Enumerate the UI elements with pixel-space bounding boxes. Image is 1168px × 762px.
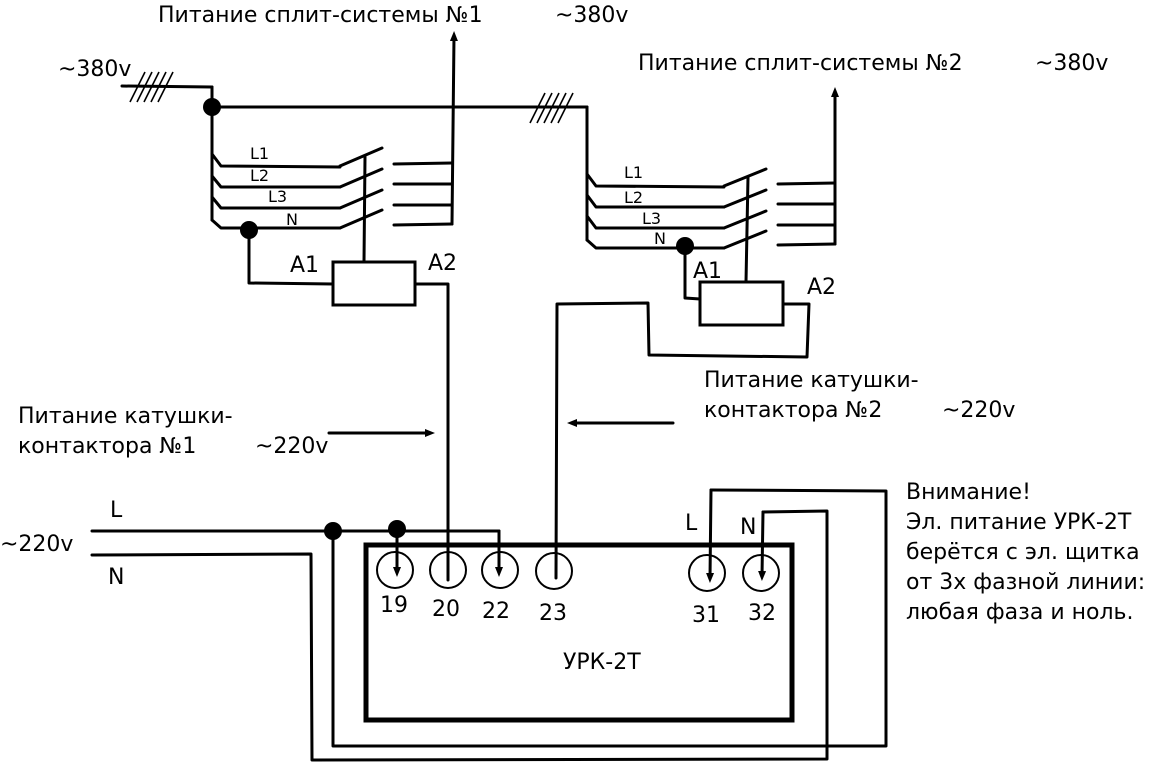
urk-n-label: N — [740, 515, 756, 540]
terminal-31-label: 31 — [692, 603, 720, 628]
device-label: УРК-2Т — [563, 650, 641, 675]
urk-2t-device: 19 20 22 23 31 32 УРК-2Т — [363, 542, 795, 723]
c2-l2-label: L2 — [624, 188, 643, 207]
mains-n-label: N — [108, 565, 124, 590]
coil1-voltage: ~220v — [255, 434, 328, 459]
terminal-32-label: 32 — [748, 601, 776, 626]
three-phase-hatch-right — [529, 92, 574, 124]
urk-l-label: L — [685, 511, 698, 536]
coil2-voltage: ~220v — [942, 398, 1015, 423]
c2-l1-label: L1 — [624, 163, 643, 182]
c2-n-label: N — [654, 229, 666, 248]
coil-2 — [698, 280, 785, 327]
supply2-voltage: ~380v — [1035, 51, 1108, 76]
contactor-1: L1 L2 L3 N A1 A2 — [210, 31, 458, 582]
terminal-22-label: 22 — [482, 599, 510, 624]
note-line: любая фаза и ноль. — [906, 600, 1133, 625]
coil1-label-line2: контактора №1 — [18, 434, 196, 459]
coil2-label-line1: Питание катушки- — [704, 368, 919, 393]
input-bus — [120, 71, 589, 124]
terminal-20-label: 20 — [432, 597, 460, 622]
terminal-23 — [535, 552, 573, 590]
c1-n-label: N — [286, 210, 298, 229]
a2-label-right: A2 — [807, 275, 836, 300]
a2-label-left: A2 — [428, 251, 457, 276]
c2-l3-label: L3 — [642, 209, 661, 228]
a1-label-right: A1 — [693, 259, 722, 284]
supply1-voltage: ~380v — [555, 3, 628, 28]
coil1-label-line1: Питание катушки- — [18, 404, 233, 429]
mains-voltage: ~220v — [0, 532, 73, 557]
a1-label-left: A1 — [290, 253, 319, 278]
supply1-label: Питание сплит-системы №1 — [158, 3, 483, 28]
note-line: берётся с эл. щитка — [906, 540, 1140, 565]
junction-dot — [388, 520, 406, 538]
coil-1 — [331, 260, 417, 307]
junction-dot — [324, 522, 342, 540]
terminal-23-label: 23 — [539, 601, 567, 626]
attention-note: Внимание! Эл. питание УРК-2Т берётся с э… — [906, 480, 1145, 625]
terminal-22 — [481, 551, 519, 589]
three-phase-hatch-left — [129, 71, 174, 103]
terminal-31 — [688, 554, 726, 592]
terminal-19 — [376, 551, 414, 589]
note-line: от 3х фазной линии: — [906, 570, 1145, 595]
terminal-19-label: 19 — [380, 593, 408, 618]
note-line: Внимание! — [906, 480, 1031, 505]
coil2-label-line2: контактора №2 — [704, 398, 882, 423]
note-line: Эл. питание УРК-2Т — [906, 510, 1132, 535]
mains-l-label: L — [110, 498, 123, 523]
supply2-label: Питание сплит-системы №2 — [638, 51, 963, 76]
terminal-20 — [429, 551, 467, 589]
input-voltage: ~380v — [58, 57, 131, 82]
c1-l1-label: L1 — [250, 144, 269, 163]
contactor-2: L1 L2 L3 N A1 A2 — [554, 87, 839, 580]
terminal-32 — [742, 554, 780, 592]
c1-l2-label: L2 — [250, 166, 269, 185]
c1-l3-label: L3 — [268, 187, 287, 206]
